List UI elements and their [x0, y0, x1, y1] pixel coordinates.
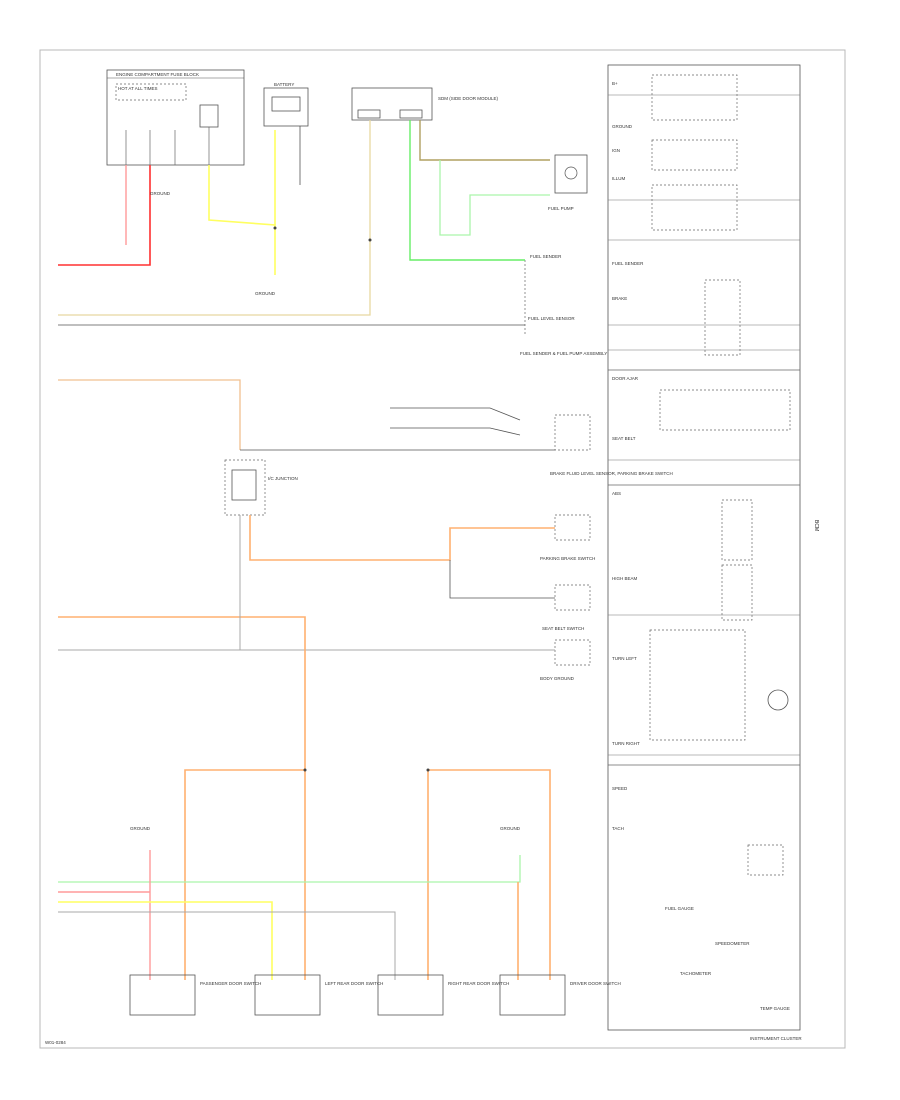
ic-row-label: B+: [612, 81, 618, 86]
ic-row-label: HIGH BEAM: [612, 576, 638, 581]
wire-orange-doorfeed: [58, 616, 306, 980]
cluster-row-labels: B+ GROUND IGN ILLUM FUEL SENDER BRAKE DO…: [612, 81, 644, 831]
right-rear-door-label: RIGHT REAR DOOR SWITCH: [448, 981, 509, 986]
wire-orange-mid: [249, 515, 555, 561]
door-switches: PASSENGER DOOR SWITCH LEFT REAR DOOR SWI…: [129, 191, 621, 1016]
footer-code: W01-0284: [45, 1040, 66, 1045]
ic-junction-label: I/C JUNCTION: [268, 476, 298, 481]
fuse-block-sub: HOT AT ALL TIMES: [118, 86, 158, 91]
fuel-level-label: FUEL LEVEL SENSOR: [528, 316, 575, 321]
wire-red-feed: [58, 165, 151, 266]
wire-tan-sdm: [58, 120, 371, 316]
cluster-title: INSTRUMENT CLUSTER: [750, 1036, 802, 1041]
ic-row-label: ABS: [612, 491, 621, 496]
fuse-block-title: ENGINE COMPARTMENT FUSE BLOCK: [116, 72, 199, 77]
fuel-sender-label: FUEL SENDER: [530, 254, 562, 259]
cluster-connectors: [608, 94, 800, 756]
wire-yellow-door: [58, 901, 273, 980]
wire-green-a: [409, 120, 525, 261]
ic-row-label: SEAT BELT: [612, 436, 636, 441]
ic-row-label: GROUND: [612, 124, 633, 129]
fuel-pump-label: FUEL PUMP: [548, 206, 574, 211]
park-brake-label: PARKING BRAKE SWITCH: [540, 556, 595, 561]
ground-a-label: GROUND: [130, 826, 151, 831]
wire-yellow-a: [208, 165, 276, 275]
wire-olive: [419, 120, 550, 161]
cluster-side-label: BCM: [813, 520, 819, 531]
fuse-block: ENGINE COMPARTMENT FUSE BLOCK HOT AT ALL…: [106, 69, 245, 166]
instrument-cluster: FUEL GAUGE SPEEDOMETER TACHOMETER TEMP G…: [607, 64, 801, 1031]
passenger-door-label: PASSENGER DOOR SWITCH: [200, 981, 261, 986]
left-rear-door-label: LEFT REAR DOOR SWITCH: [325, 981, 383, 986]
ic-row-label: ILLUM: [612, 176, 626, 181]
ground-d-label: GROUND: [255, 291, 276, 296]
fuel-assy-label: FUEL SENDER & FUEL PUMP ASSEMBLY: [520, 351, 607, 356]
ic-row-label: DOOR AJAR: [612, 376, 639, 381]
ic-junction: I/C JUNCTION: [224, 459, 298, 516]
wire-gray-door: [58, 911, 396, 980]
ic-row-label: FUEL SENDER: [612, 261, 644, 266]
brake-fluid-label: BRAKE FLUID LEVEL SENSOR, PARKING BRAKE …: [550, 471, 673, 476]
battery-label: BATTERY: [274, 82, 294, 87]
ic-row-label: TACH: [612, 826, 624, 831]
wire-brake-b: [390, 427, 521, 436]
tachometer-label: TACHOMETER: [680, 971, 712, 976]
wire-brake-a: [390, 407, 521, 421]
wire-orange-rear: [427, 769, 551, 980]
wire-orange-pass: [184, 769, 305, 980]
sdm-module: SDM (SIDE DOOR MODULE): [351, 87, 499, 121]
seat-belt-label: SEAT BELT SWITCH: [542, 626, 584, 631]
ic-row-label: SPEED: [612, 786, 628, 791]
diagram-border: [39, 49, 846, 1049]
sdm-label: SDM (SIDE DOOR MODULE): [438, 96, 499, 101]
fuel-sender-assembly: FUEL PUMP FUEL SENDER FUEL LEVEL SENSOR …: [520, 154, 607, 356]
driver-door-label: DRIVER DOOR SWITCH: [570, 981, 621, 986]
battery: BATTERY: [263, 82, 309, 127]
wire-peach-a: [58, 379, 241, 450]
ground-b-label: GROUND: [500, 826, 521, 831]
ground-c-label: GROUND: [150, 191, 171, 196]
ic-row-label: TURN LEFT: [612, 656, 637, 661]
temp-gauge-label: TEMP GAUGE: [760, 1006, 790, 1011]
wire-park-brake: [449, 560, 555, 599]
ic-row-label: BRAKE: [612, 296, 627, 301]
wire-green-door: [58, 855, 521, 883]
body-ground-label: BODY GROUND: [540, 676, 575, 681]
speedometer-label: SPEEDOMETER: [715, 941, 750, 946]
wire-green-b: [439, 160, 550, 236]
fuel-gauge-label: FUEL GAUGE: [665, 906, 694, 911]
ic-row-label: IGN: [612, 148, 620, 153]
ic-row-label: TURN RIGHT: [612, 741, 640, 746]
